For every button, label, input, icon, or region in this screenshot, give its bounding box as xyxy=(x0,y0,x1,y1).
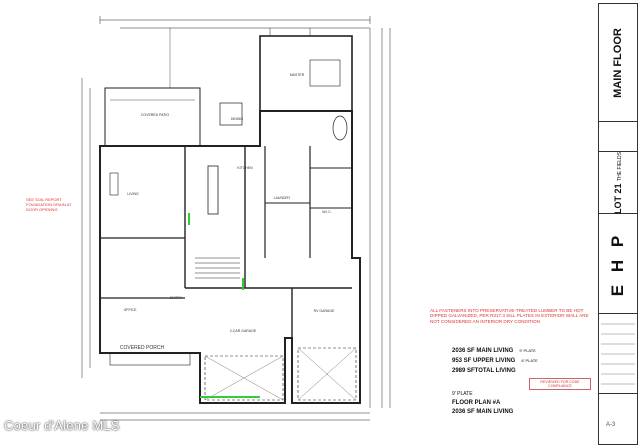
sqft-row: 2989 SFTOTAL LIVING xyxy=(452,368,516,374)
code-compliance-stamp: REVIEWED FOR CODE COMPLIANCE xyxy=(529,378,591,390)
floor-plan-drawing xyxy=(81,16,391,421)
soil-report-note: SEE SOIL REPORT FOUNDATION DRAIN AT DOOR… xyxy=(26,197,72,212)
room-entry: ENTRY xyxy=(170,296,182,300)
revision-cell xyxy=(599,314,637,394)
mls-watermark: Coeur d'Alene MLS xyxy=(4,418,120,433)
page-number: A-3 xyxy=(606,422,616,428)
room-covered-patio: COVERED PATIO xyxy=(140,113,170,117)
room-wic: W.I.C. xyxy=(322,210,332,214)
room-master: MASTER xyxy=(289,73,305,77)
sheet-title-cell: MAIN FLOOR xyxy=(599,4,637,122)
room-covered-porch: COVERED PORCH xyxy=(119,345,165,351)
floor-plan-label: 9' PLATE FLOOR PLAN #A 2036 SF MAIN LIVI… xyxy=(452,391,514,415)
room-kitchen: KITCHEN xyxy=(237,166,253,170)
firm-initials: E H P xyxy=(608,231,627,296)
room-garage: 2-CAR GARAGE xyxy=(229,329,257,333)
room-office: OFFICE xyxy=(123,308,137,312)
sheet-title: MAIN FLOOR xyxy=(612,27,624,98)
title-block: MAIN FLOOR LOT 21 THE FIELDS E H P xyxy=(598,3,638,445)
room-dining: DINING xyxy=(230,117,244,121)
room-rv-garage: RV GARAGE xyxy=(313,309,335,313)
room-laundry: LAUNDRY xyxy=(273,196,291,200)
lot-number: LOT 21 xyxy=(613,182,623,214)
firm-cell: E H P xyxy=(599,214,637,314)
lot-cell: LOT 21 THE FIELDS xyxy=(599,152,637,214)
fastener-note: ALL FASTENERS INTO PRESERVATIVE-TREATED … xyxy=(430,308,589,324)
room-living: LIVING xyxy=(127,192,139,196)
lot-subdivision: THE FIELDS xyxy=(617,151,623,181)
revision-table xyxy=(601,323,635,385)
